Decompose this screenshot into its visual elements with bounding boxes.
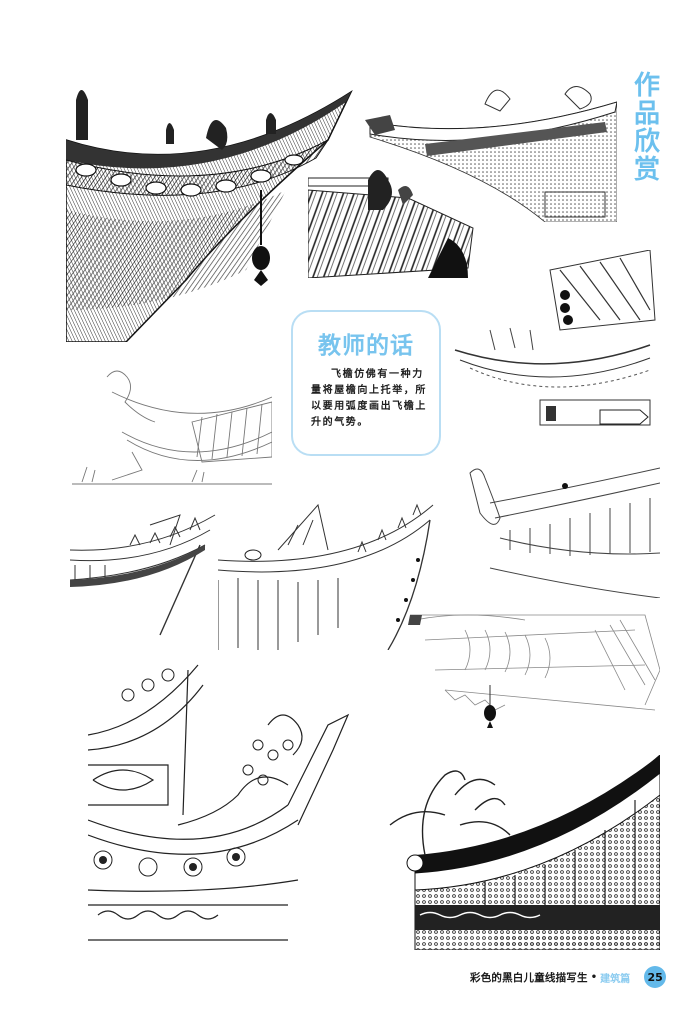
eave-drawing-9 xyxy=(405,610,660,750)
section-title-char: 欣 xyxy=(633,127,660,157)
roof-eave-illustration xyxy=(408,614,660,728)
book-title: 彩色的黑白儿童线描写生 xyxy=(470,971,588,984)
roof-eave-illustration xyxy=(70,514,216,636)
roof-eave-illustration xyxy=(66,89,353,342)
roof-eave-illustration xyxy=(308,170,474,278)
footer-separator: • xyxy=(590,971,598,983)
eave-drawing-10 xyxy=(88,655,353,945)
roof-eave-illustration xyxy=(365,86,617,222)
eave-drawing-2 xyxy=(308,168,478,278)
eave-drawing-3 xyxy=(365,82,617,222)
tip-title: 教师的话 xyxy=(318,333,414,359)
section-title-char: 品 xyxy=(633,99,660,129)
roof-eave-illustration xyxy=(88,664,350,941)
teacher-tip-card: 教师的话 飞檐仿佛有一种力量将屋檐向上托举，所以要用弧度画出飞檐上升的气势。 xyxy=(291,310,441,456)
eave-drawing-1 xyxy=(66,80,356,342)
eave-drawing-6 xyxy=(450,458,660,598)
roof-eave-illustration xyxy=(72,370,272,485)
roof-eave-illustration xyxy=(454,250,656,426)
tip-body: 飞檐仿佛有一种力量将屋檐向上托举，所以要用弧度画出飞檐上升的气势。 xyxy=(311,369,427,428)
eave-drawing-4 xyxy=(450,250,660,435)
roof-eave-illustration xyxy=(389,755,660,950)
eave-drawing-8 xyxy=(218,490,438,650)
footer-section-name: 建筑篇 xyxy=(600,973,631,985)
eave-drawing-11 xyxy=(385,755,660,950)
page-number-badge: 25 xyxy=(644,966,667,988)
roof-eave-illustration xyxy=(469,467,660,598)
roof-eave-illustration xyxy=(218,503,434,650)
section-title-char: 作 xyxy=(633,71,660,101)
eave-drawing-5 xyxy=(72,362,272,492)
section-title-char: 赏 xyxy=(633,155,660,185)
eave-drawing-7 xyxy=(70,505,220,645)
page-footer: 彩色的黑白儿童线描写生 • 建筑篇 25 xyxy=(470,966,667,988)
section-title: 作 品 欣 赏 xyxy=(630,72,664,184)
